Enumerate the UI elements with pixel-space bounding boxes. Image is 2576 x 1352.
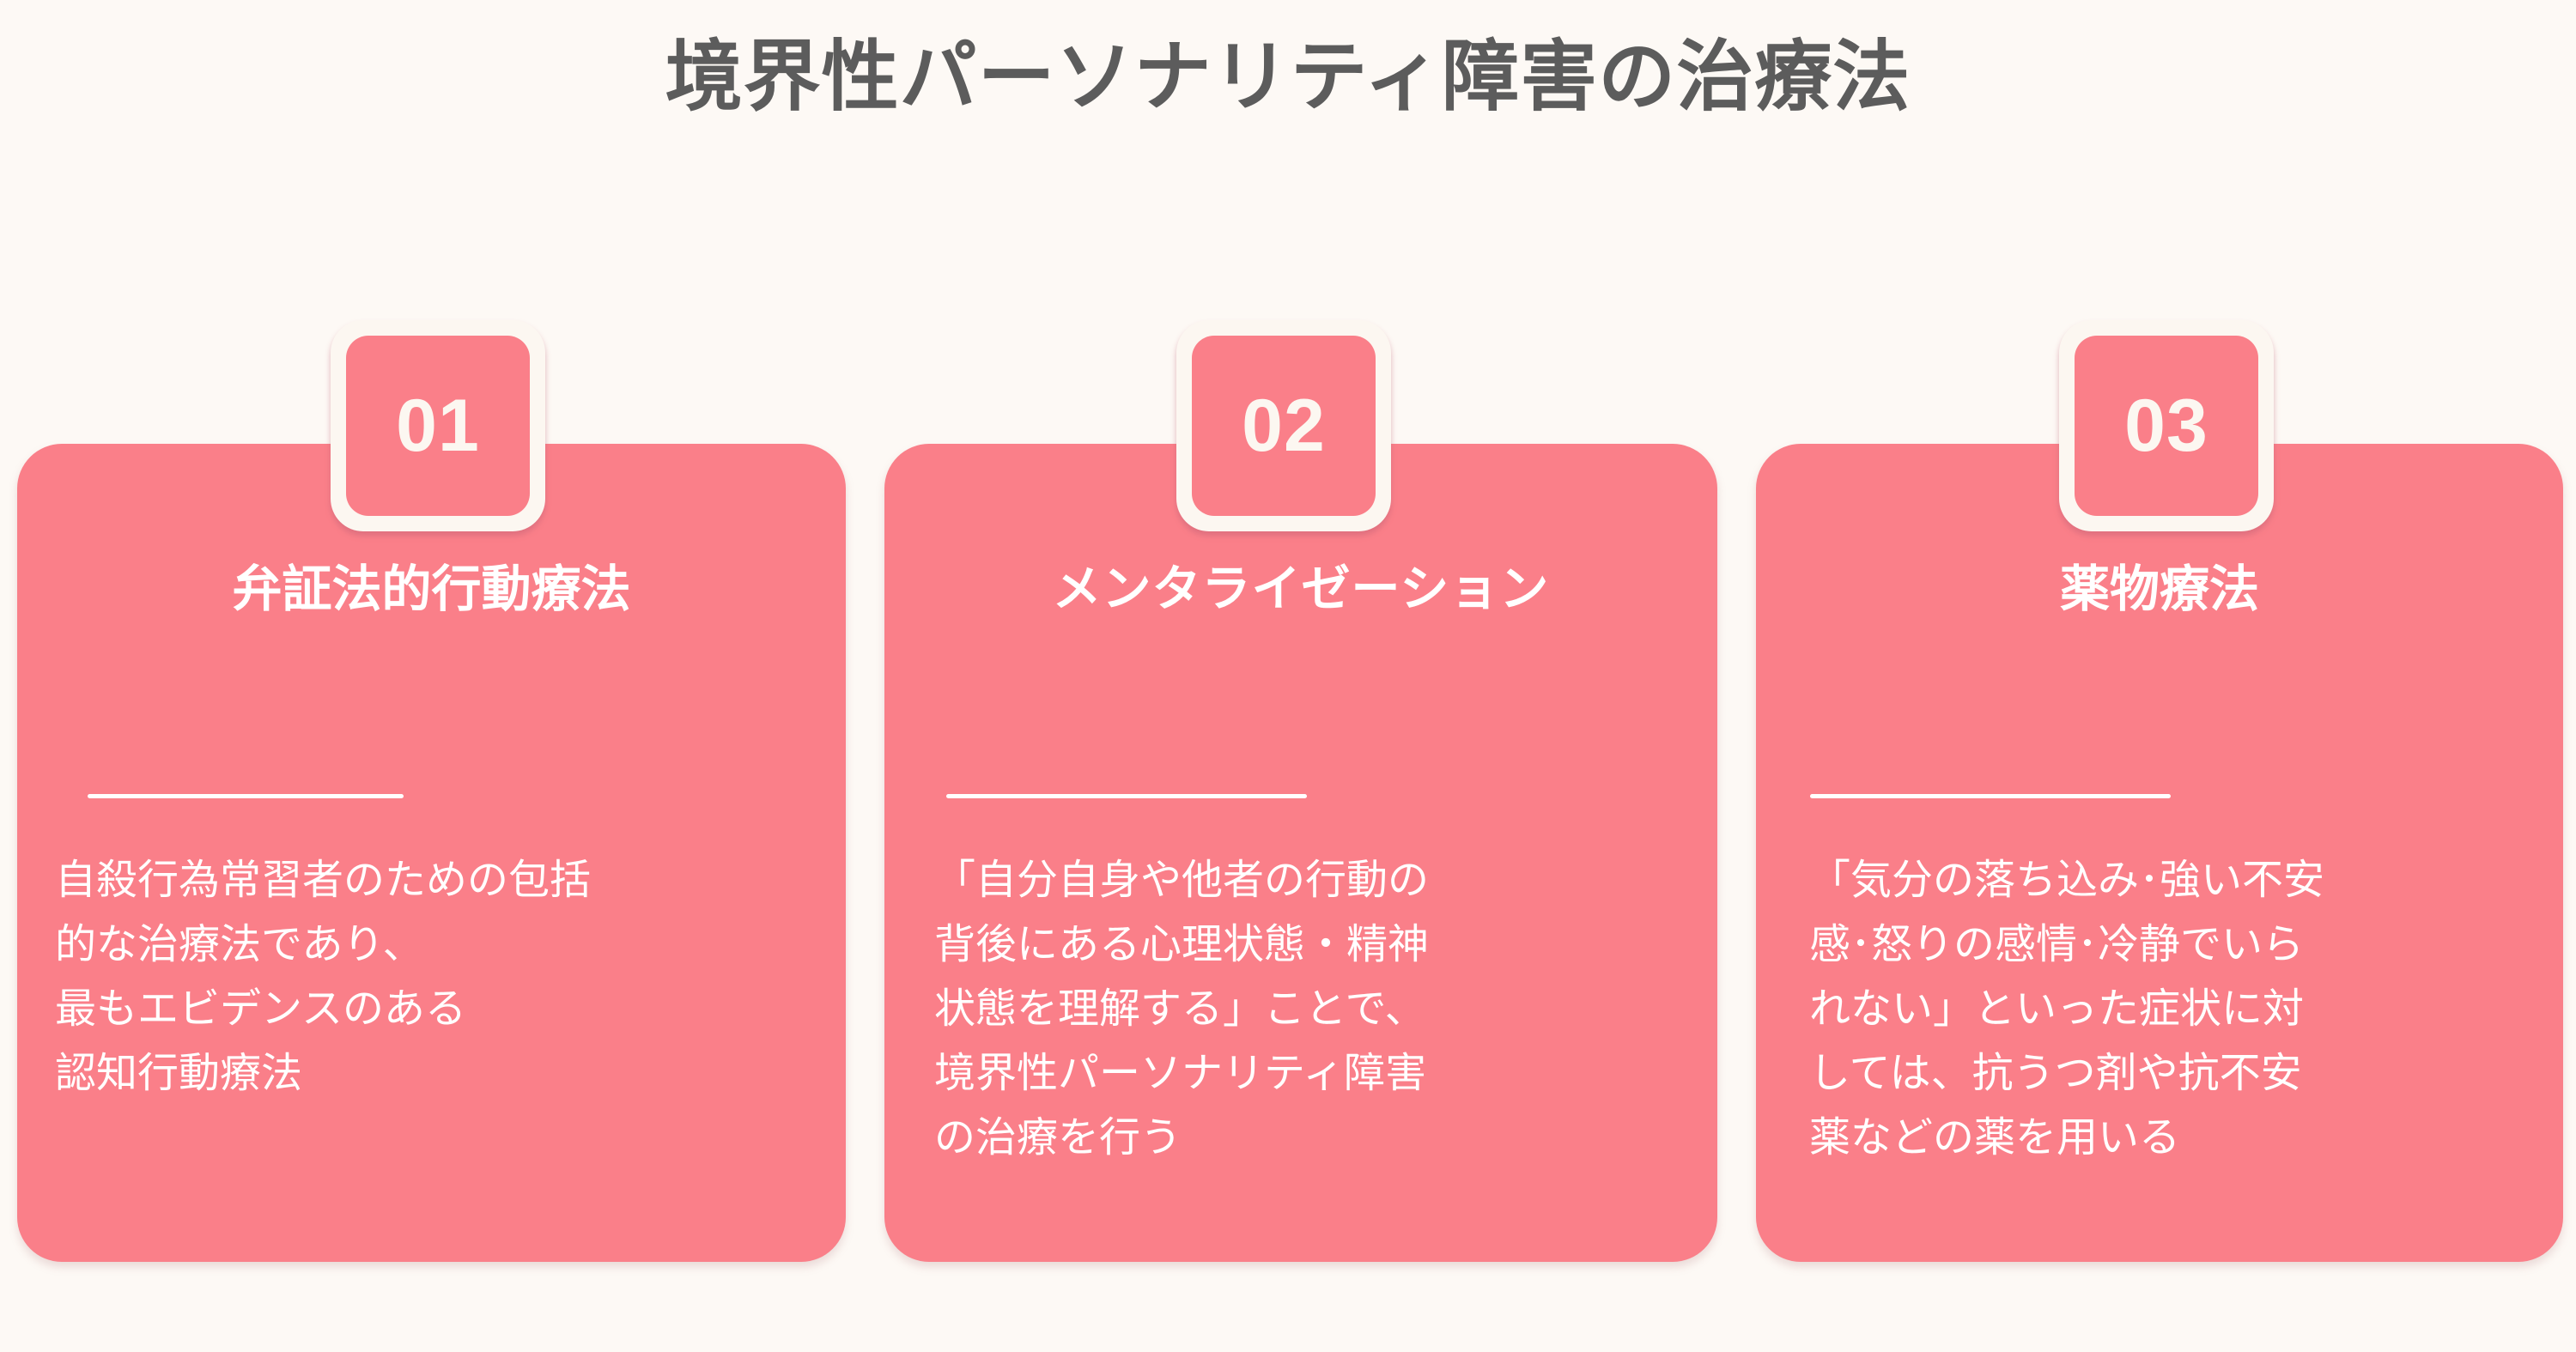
card-number-label-01: 01 — [396, 385, 480, 467]
treatment-cards-row: 01 弁証法的行動療法 自殺行為常習者のための包括 的な治療法であり、 最もエビ… — [17, 320, 2563, 1262]
card-number-badge-inner-01: 01 — [346, 336, 530, 516]
treatment-card-03[interactable]: 03 薬物療法 「気分の落ち込み･強い不安 感･怒りの感情･冷静でいら れない」… — [1756, 320, 2563, 1262]
treatment-card-01[interactable]: 01 弁証法的行動療法 自殺行為常習者のための包括 的な治療法であり、 最もエビ… — [17, 320, 846, 1262]
card-divider-01 — [88, 794, 404, 798]
card-divider-03 — [1810, 794, 2171, 798]
card-number-label-02: 02 — [1242, 385, 1326, 467]
card-body-02: 「自分自身や他者の行動の 背後にある心理状態・精神 状態を理解する」ことで、 境… — [934, 858, 1430, 1161]
card-number-badge-01: 01 — [331, 320, 545, 531]
card-number-badge-03: 03 — [2059, 320, 2274, 531]
page-title: 境界性パーソナリティ障害の治療法 — [665, 34, 1911, 120]
card-title-01: 弁証法的行動療法 — [232, 561, 631, 617]
card-title-03: 薬物療法 — [2059, 561, 2259, 617]
card-number-badge-inner-02: 02 — [1192, 336, 1376, 516]
treatment-card-02[interactable]: 02 メンタライゼーション 「自分自身や他者の行動の 背後にある心理状態・精神 … — [884, 320, 1717, 1262]
card-number-label-03: 03 — [2124, 385, 2208, 467]
card-body-03: 「気分の落ち込み･強い不安 感･怒りの感情･冷静でいら れない」といった症状に対… — [1809, 858, 2325, 1161]
card-title-02: メンタライゼーション — [1052, 561, 1550, 616]
card-number-badge-02: 02 — [1176, 320, 1391, 531]
card-body-01: 自殺行為常習者のための包括 的な治療法であり、 最もエビデンスのある 認知行動療… — [55, 858, 592, 1096]
card-number-badge-inner-03: 03 — [2075, 336, 2258, 516]
card-divider-02 — [946, 794, 1307, 798]
